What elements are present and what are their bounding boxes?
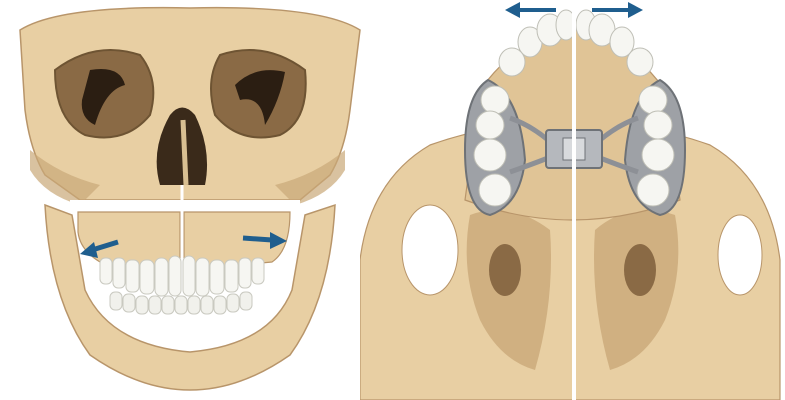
skull-front-panel: [0, 0, 380, 400]
expander-arms: [509, 115, 639, 175]
expansion-arrow-right-icon: [242, 232, 287, 249]
upper-dental-arch: [498, 9, 654, 77]
left-cavity: [401, 204, 459, 296]
left-molars: [473, 85, 512, 207]
right-molars: [636, 85, 675, 207]
expansion-arrow-left-icon: [80, 239, 119, 258]
skull-front-illustration: [19, 6, 361, 391]
palate-occlusal-panel: [360, 0, 785, 400]
expansion-arrow-left-icon: [505, 2, 556, 18]
left-foramen: [489, 244, 521, 296]
right-cheekbone: [275, 150, 345, 205]
upper-teeth: [99, 255, 265, 297]
right-foramen: [624, 244, 656, 296]
osteotomy-cut: [70, 200, 300, 212]
nasal-septum: [180, 119, 189, 186]
left-orbit-inner: [81, 69, 125, 125]
left-cheekbone: [30, 150, 100, 205]
mandible: [44, 203, 336, 391]
palate-expander-illustration: [360, 2, 781, 400]
right-cavity: [717, 214, 763, 296]
right-orbit-inner: [235, 70, 285, 125]
lower-teeth: [109, 291, 253, 315]
maxilla-right-half: [183, 211, 291, 271]
expansion-arrow-right-icon: [592, 2, 643, 18]
